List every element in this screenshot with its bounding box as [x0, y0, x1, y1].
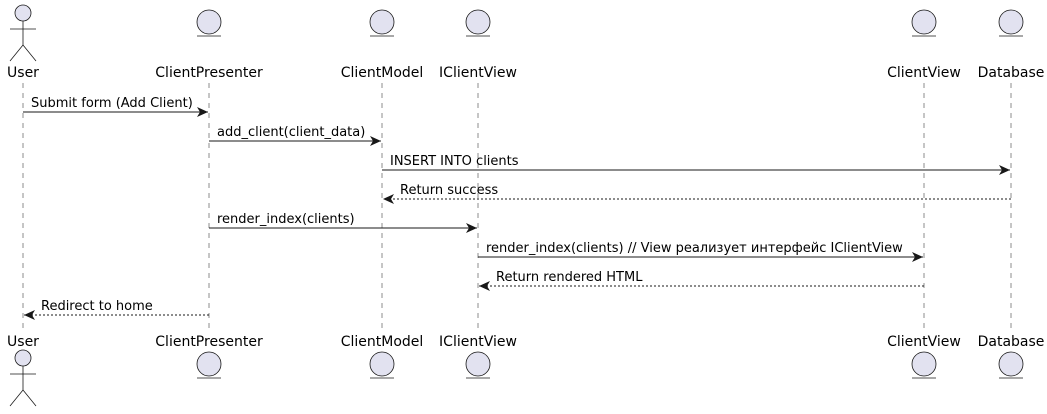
- participant-label-bottom-view: ClientView: [887, 334, 961, 350]
- message-arrow: INSERT INTO clients: [382, 154, 1010, 175]
- message-label: render_index(clients): [217, 212, 355, 227]
- message-label: Submit form (Add Client): [31, 96, 193, 111]
- message-arrow: add_client(client_data): [209, 125, 381, 146]
- message-label: INSERT INTO clients: [390, 154, 519, 169]
- participant-label-top-user: User: [7, 65, 39, 81]
- message-label: Return rendered HTML: [496, 270, 643, 285]
- actor-icon: [9, 4, 37, 62]
- entity-icon: [369, 351, 395, 379]
- message-label: Redirect to home: [41, 299, 153, 314]
- participant-label-top-iview: IClientView: [439, 65, 517, 81]
- message-arrow: Redirect to home: [24, 299, 209, 320]
- entity-icon: [998, 9, 1024, 37]
- entity-icon: [196, 9, 222, 37]
- message-label: render_index(clients) // View реализует …: [486, 241, 903, 256]
- entity-icon: [998, 351, 1024, 379]
- message-label: Return success: [400, 183, 498, 198]
- participant-label-bottom-user: User: [7, 334, 39, 350]
- participant-label-top-model: ClientModel: [341, 65, 424, 81]
- participant-label-top-db: Database: [978, 65, 1045, 81]
- participant-label-top-presenter: ClientPresenter: [155, 65, 263, 81]
- entity-icon: [911, 351, 937, 379]
- entity-icon: [465, 9, 491, 37]
- participant-label-bottom-iview: IClientView: [439, 334, 517, 350]
- entity-icon: [196, 351, 222, 379]
- entity-icon: [369, 9, 395, 37]
- message-arrow: Submit form (Add Client): [23, 96, 208, 117]
- entity-icon: [465, 351, 491, 379]
- participant-label-bottom-model: ClientModel: [341, 334, 424, 350]
- message-label: add_client(client_data): [217, 125, 365, 140]
- actor-icon: [9, 349, 37, 407]
- entity-icon: [911, 9, 937, 37]
- message-arrow: Return success: [383, 183, 1011, 204]
- message-arrow: render_index(clients): [209, 212, 477, 233]
- participant-label-bottom-db: Database: [978, 334, 1045, 350]
- message-arrow: Return rendered HTML: [479, 270, 924, 291]
- participant-label-top-view: ClientView: [887, 65, 961, 81]
- message-arrow: render_index(clients) // View реализует …: [478, 241, 923, 262]
- participant-label-bottom-presenter: ClientPresenter: [155, 334, 263, 350]
